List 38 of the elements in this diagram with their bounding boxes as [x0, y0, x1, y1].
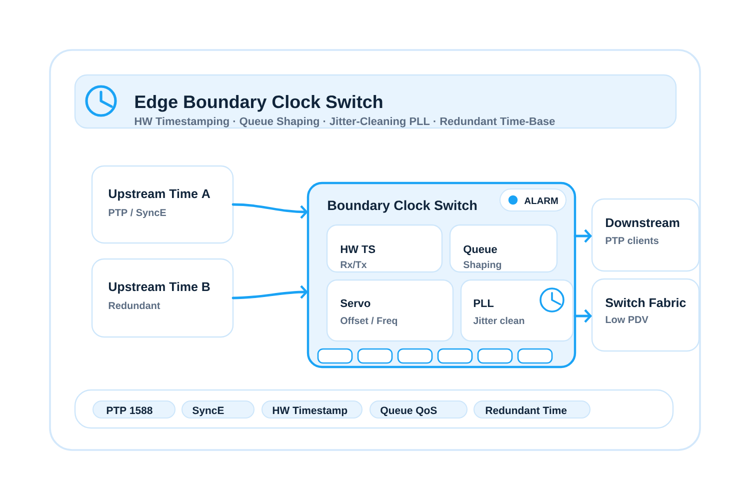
- tag-pill: Queue QoS: [370, 400, 468, 418]
- header-title: Edge Boundary Clock Switch: [135, 95, 382, 112]
- tag-pill: PTP 1588: [92, 400, 176, 418]
- box-subtitle: PTP / SyncE: [108, 208, 166, 218]
- arrow: [574, 309, 592, 323]
- box-subtitle: Jitter clean: [473, 316, 524, 324]
- box-title: Upstream Time B: [108, 282, 210, 294]
- status-badge: ALARM: [500, 188, 566, 212]
- module-box: [326, 279, 454, 342]
- node-box: [591, 198, 700, 272]
- box-title: Downstream: [606, 218, 680, 228]
- box-subtitle: Shaping: [463, 260, 502, 270]
- node-box: [91, 258, 234, 338]
- module-box: [326, 224, 443, 273]
- box-subtitle: Rx/Tx: [340, 260, 367, 268]
- tag-pill: HW Timestamp: [262, 400, 362, 418]
- box-subtitle: Redundant: [108, 302, 160, 310]
- box-title: Upstream Time A: [108, 188, 210, 201]
- box-subtitle: Offset / Freq: [340, 316, 398, 326]
- box-title: Servo: [340, 299, 370, 308]
- box-subtitle: PTP clients: [606, 236, 658, 244]
- module-box: [449, 224, 558, 273]
- box-title: Boundary Clock Switch: [328, 200, 477, 213]
- module-box: [460, 279, 574, 342]
- node-box: [91, 165, 234, 244]
- box-subtitle: Low PDV: [606, 316, 648, 324]
- box-title: Queue: [464, 245, 497, 256]
- arrow: [232, 285, 308, 300]
- header-band: [74, 74, 677, 129]
- box-title: Switch Fabric: [606, 298, 686, 308]
- node-box: [591, 278, 700, 352]
- box-title: HW TS: [340, 245, 376, 254]
- arrow: [574, 229, 592, 243]
- box-title: PLL: [474, 299, 494, 307]
- arrow: [232, 203, 308, 219]
- tag-pill: SyncE: [182, 400, 254, 418]
- tag-pill: Redundant Time: [474, 400, 590, 418]
- header-subtitle: HW Timestamping · Queue Shaping · Jitter-Cleaning PLL · Redundant Time-Base: [134, 117, 555, 128]
